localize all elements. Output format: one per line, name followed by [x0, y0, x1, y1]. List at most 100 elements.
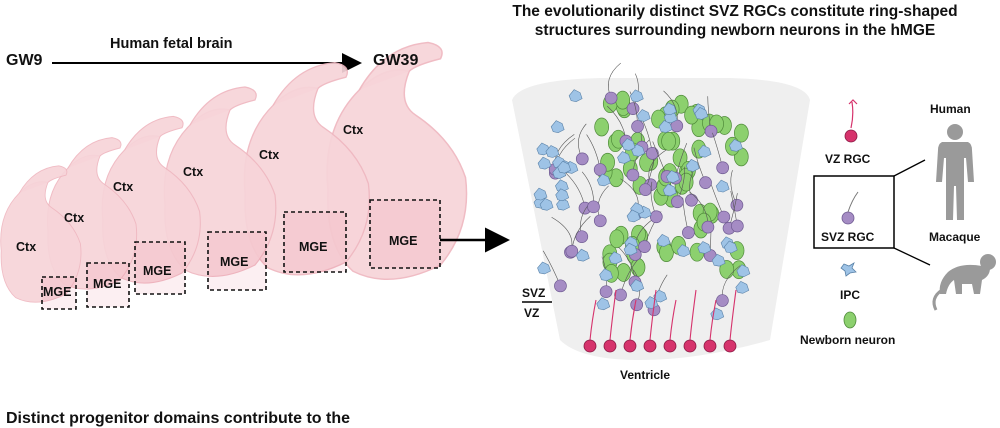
svz-rgc-cell: [631, 120, 644, 133]
mge-label: MGE: [389, 234, 418, 248]
svz-rgc-cell: [599, 285, 613, 299]
vz-rgc-fiber: [649, 289, 657, 341]
ipc-cell: [736, 264, 751, 278]
ipc-cell: [729, 138, 743, 152]
vz-rgc-legend-icon: [844, 99, 858, 143]
svz-rgc-legend-icon: [841, 191, 859, 225]
vz-rgc-cell: [643, 339, 657, 353]
macaque-connector: [893, 247, 931, 266]
ipc-cell: [539, 197, 554, 211]
svz-rgc-cell: [704, 124, 718, 138]
mge-label: MGE: [299, 240, 328, 254]
mge-label: MGE: [93, 277, 122, 291]
macaque-icon: [932, 254, 996, 311]
svz-rgc-cell: [701, 220, 715, 234]
vz-rgc-fiber: [669, 299, 677, 341]
ipc-legend-label: IPC: [840, 288, 861, 302]
ipc-cell: [715, 179, 730, 193]
ipc-cell: [723, 240, 738, 254]
timeline-title: Human fetal brain: [110, 36, 233, 52]
title-line-2: structures surrounding newborn neurons i…: [534, 22, 936, 39]
vz-rgc-cell: [583, 339, 597, 353]
vz-rgc-cell: [703, 339, 717, 353]
cortex-fold: [18, 165, 68, 194]
svz-rgc-cell: [717, 210, 731, 224]
newborn-neuron: [594, 117, 610, 137]
svz-rgc-cell: [638, 240, 651, 253]
mge-label: MGE: [220, 255, 249, 269]
cortex-fold: [272, 61, 349, 106]
ipc-cell: [685, 159, 700, 172]
ipc-cell: [537, 156, 552, 170]
vz-rgc-cell: [623, 339, 637, 353]
ipc-cell: [545, 145, 560, 158]
human-icon: [936, 124, 974, 220]
vz-rgc-fiber: [689, 289, 697, 341]
svz-rgc-cell: [699, 176, 712, 190]
fetal-brain-sections: [0, 41, 468, 303]
mge-box: [207, 231, 267, 291]
newborn-neuron: [661, 131, 676, 151]
ipc-cell: [608, 251, 623, 265]
cortex-fold: [189, 86, 257, 126]
ipc-cell: [676, 244, 691, 257]
ipc-legend-icon: [840, 262, 857, 277]
ipc-cell: [626, 209, 641, 223]
figure-title: The evolutionarily distinct SVZ RGCs con…: [470, 2, 1000, 40]
vz-rgc-fiber: [709, 299, 717, 341]
svz-rgc-cell: [626, 168, 640, 182]
ipc-cell: [617, 151, 631, 164]
ipc-cell: [533, 187, 548, 201]
svz-rgc-cell: [593, 163, 607, 176]
mge-region-boxes: [41, 199, 441, 310]
human-label: Human: [930, 102, 971, 116]
ctx-label: Ctx: [183, 165, 204, 179]
vz-rgc-cell: [723, 339, 737, 353]
vz-rgc-fiber: [729, 289, 737, 341]
ipc-cell: [656, 234, 671, 247]
ipc-cell: [630, 279, 645, 292]
ipc-cell: [735, 280, 750, 294]
vz-rgc-fiber: [609, 289, 617, 341]
mge-box: [369, 199, 441, 269]
svz-rgc-legend-box: [813, 175, 895, 249]
ipc-cell: [658, 120, 673, 133]
svz-rgc-cell: [604, 91, 618, 105]
svz-rgc-cell: [630, 298, 644, 312]
newborn-neuron: [630, 258, 646, 277]
svz-rgc-cell: [646, 147, 659, 160]
ipc-cell: [557, 160, 572, 174]
cortex-fold: [358, 41, 443, 91]
svz-rgc-cell: [649, 210, 663, 224]
brain-section: [0, 165, 82, 303]
ipc-cell: [694, 107, 709, 120]
ipc-cell: [537, 261, 551, 275]
vz-label: VZ: [524, 306, 540, 320]
vz-rgc-fiber: [589, 299, 597, 341]
bottom-caption: Distinct progenitor domains contribute t…: [6, 410, 350, 427]
ipc-cell: [623, 242, 638, 256]
ipc-cell: [555, 188, 570, 202]
ctx-label: Ctx: [16, 240, 37, 254]
svz-rgc-cell: [671, 195, 684, 209]
svz-rgc-cell: [626, 102, 640, 115]
svz-rgc-cell: [575, 152, 589, 166]
ipc-cell: [575, 248, 590, 262]
cortex-fold: [67, 137, 122, 169]
svz-rgc-cell: [716, 161, 730, 175]
mge-box: [134, 241, 186, 295]
human-connector: [893, 159, 926, 177]
ipc-cell: [568, 89, 583, 102]
ipc-cell: [662, 102, 677, 116]
svz-rgc-cell: [587, 200, 600, 214]
vz-rgc-fiber: [629, 299, 637, 341]
mge-label: MGE: [43, 285, 72, 299]
ipc-cell: [596, 173, 611, 187]
svz-rgc-legend-label: SVZ RGC: [821, 230, 875, 244]
svz-rgc-cell: [575, 230, 589, 244]
timeline-end-label: GW39: [373, 52, 419, 69]
ctx-label: Ctx: [113, 180, 134, 194]
ipc-cell: [621, 138, 636, 151]
svz-rgc-cell: [554, 279, 567, 293]
